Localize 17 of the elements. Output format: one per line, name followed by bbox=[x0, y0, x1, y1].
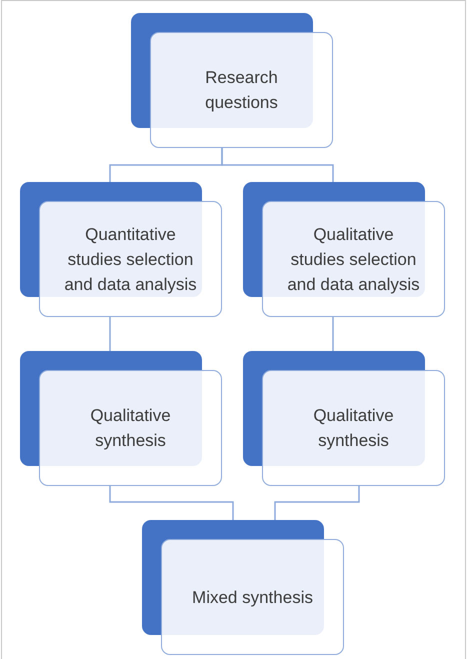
stacked-box bbox=[243, 351, 445, 486]
box-label: Qualitative synthesis bbox=[89, 405, 172, 452]
connector-line bbox=[274, 486, 360, 520]
stacked-box bbox=[131, 13, 333, 148]
stacked-box bbox=[243, 182, 445, 317]
connector-line bbox=[109, 317, 111, 351]
connector-line bbox=[221, 148, 334, 182]
stacked-box bbox=[142, 520, 344, 655]
connector-line bbox=[332, 317, 334, 351]
box-label: Qualitative synthesis bbox=[312, 405, 395, 452]
stacked-box bbox=[20, 351, 222, 486]
connector-line bbox=[109, 486, 234, 520]
stacked-box bbox=[20, 182, 222, 317]
box-label: Quantitative studies selection and data analysis bbox=[63, 224, 198, 296]
box-label: Qualitative studies selection and data analysis bbox=[286, 224, 421, 296]
box-label: Research questions bbox=[204, 67, 279, 114]
box-label: Mixed synthesis bbox=[192, 586, 313, 608]
